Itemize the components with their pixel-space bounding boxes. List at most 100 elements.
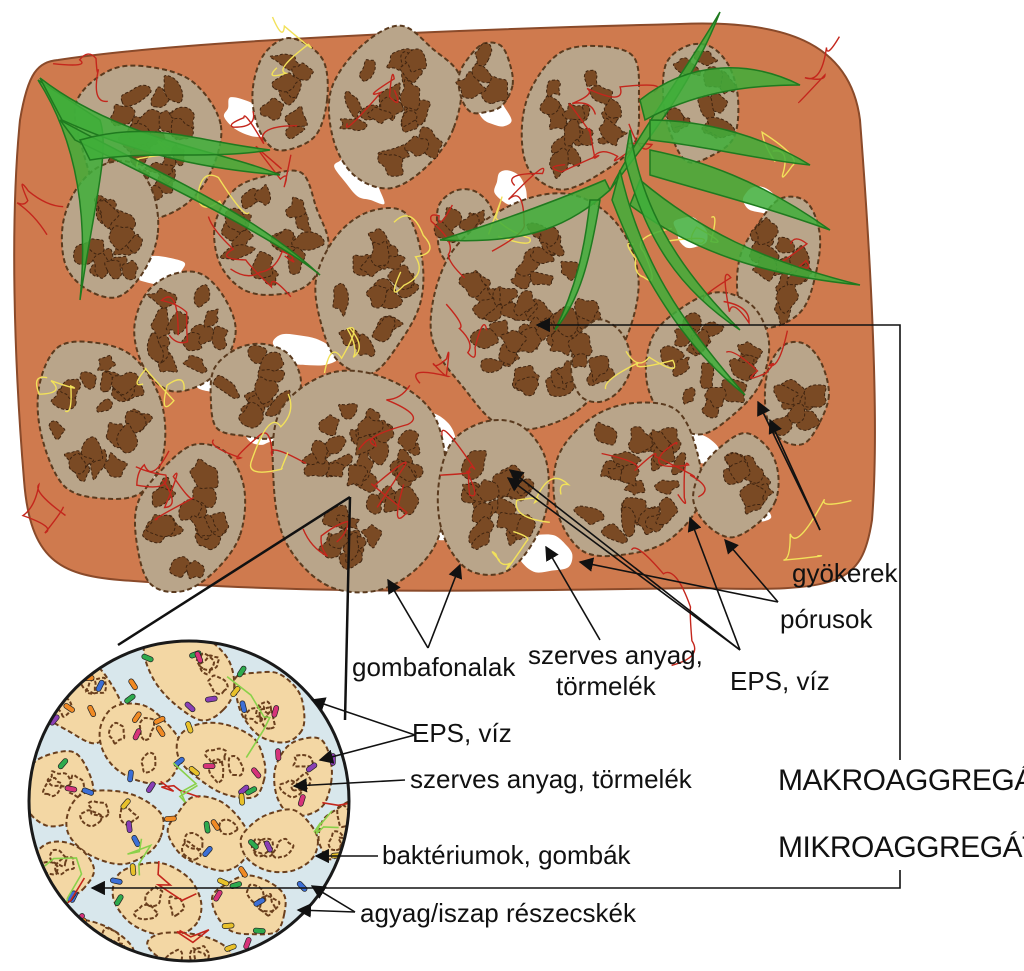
aggregate xyxy=(520,44,641,191)
fungal-hypha xyxy=(430,204,466,279)
micro-hypha xyxy=(226,675,272,759)
fungal-hypha xyxy=(445,303,488,358)
label-fungal-hyphae: gombafonalak xyxy=(352,652,516,682)
microbe xyxy=(110,877,123,885)
micro-grain xyxy=(175,721,267,800)
fungal-hypha xyxy=(725,330,789,379)
microbe xyxy=(203,820,211,834)
microbe xyxy=(42,936,51,950)
microbe xyxy=(224,943,237,952)
micro-bracket-line xyxy=(90,870,901,896)
fungal-hypha xyxy=(358,385,414,451)
fungal-hypha xyxy=(798,36,841,104)
fungal-hypha xyxy=(658,441,690,504)
fungal-hypha xyxy=(249,393,292,473)
arrow-om-macro xyxy=(545,545,601,641)
microbe xyxy=(87,705,97,717)
microbe xyxy=(248,839,259,850)
fungal-hypha xyxy=(230,250,295,277)
root xyxy=(611,169,746,396)
arrow-eps-micro-1 xyxy=(310,697,416,736)
fungal-hypha xyxy=(371,461,408,519)
microbe xyxy=(243,937,252,950)
microbe xyxy=(188,766,200,777)
root xyxy=(639,67,801,122)
fungal-hypha xyxy=(601,452,706,498)
microbe xyxy=(213,889,223,902)
fungal-hypha xyxy=(211,432,307,465)
microbe xyxy=(128,678,138,691)
microbe xyxy=(120,798,131,810)
microbe xyxy=(164,815,177,822)
pore xyxy=(494,170,529,212)
aggregate xyxy=(133,270,237,393)
microbe xyxy=(132,728,142,741)
fungal-hypha xyxy=(271,16,313,77)
microbe xyxy=(253,897,266,907)
label-microaggregate: MIKROAGGREGÁTUM xyxy=(778,831,1024,864)
microbe xyxy=(264,840,273,853)
micro-hypha xyxy=(313,810,339,835)
fungal-hypha xyxy=(515,477,571,523)
aggregate xyxy=(763,340,830,447)
microbe xyxy=(245,786,258,796)
root xyxy=(59,119,321,276)
zoom-line-right xyxy=(343,496,352,721)
micro-hypha xyxy=(322,800,349,835)
fungal-hypha xyxy=(491,530,529,570)
fungal-hypha xyxy=(35,376,76,413)
fungal-hypha xyxy=(345,73,399,128)
arrow-eps-macro-3 xyxy=(506,477,741,651)
micro-grain xyxy=(111,861,203,937)
fungal-hypha xyxy=(160,296,189,344)
microbe xyxy=(153,715,166,725)
fungal-hypha xyxy=(207,216,292,298)
label-roots: gyökerek xyxy=(792,558,898,588)
microbe xyxy=(334,672,346,683)
microbe xyxy=(238,866,248,878)
microbe xyxy=(57,758,69,770)
fungal-hypha xyxy=(230,111,298,145)
label-organic-macro-1: szerves anyag, xyxy=(528,640,703,670)
root xyxy=(649,119,811,166)
arrow-eps-macro-2 xyxy=(508,469,741,651)
fungal-hypha xyxy=(154,472,194,521)
microbe xyxy=(251,767,262,779)
microbe xyxy=(146,781,156,793)
fungal-hypha xyxy=(630,547,696,667)
aggregate xyxy=(455,41,514,115)
fungal-hypha xyxy=(255,145,292,188)
aggregate xyxy=(213,169,330,296)
microbe xyxy=(81,787,95,796)
aggregate xyxy=(567,318,633,404)
root xyxy=(439,179,611,242)
microbe xyxy=(173,756,185,767)
microbe xyxy=(64,785,78,793)
arrow-om-micro xyxy=(292,778,406,793)
aggregates-layer xyxy=(36,24,830,594)
microbe xyxy=(202,846,213,857)
label-organic-micro: szerves anyag, törmelék xyxy=(410,764,693,794)
microbe xyxy=(210,819,221,831)
label-pores: pórusok xyxy=(780,604,873,634)
aggregate xyxy=(133,442,247,594)
microbe xyxy=(335,711,344,725)
fungal-hypha xyxy=(571,84,659,115)
microbe xyxy=(305,762,318,773)
microbe xyxy=(114,894,124,906)
microbe xyxy=(184,701,196,713)
microbe xyxy=(221,922,235,929)
aggregate xyxy=(314,207,425,376)
microbe xyxy=(238,792,245,806)
microbe xyxy=(95,679,105,692)
micro-grain xyxy=(142,641,236,722)
micro-grain xyxy=(166,795,251,872)
microbe xyxy=(185,721,194,734)
arrow-pores-2 xyxy=(578,557,779,603)
microbe xyxy=(315,925,329,934)
root xyxy=(554,199,601,331)
micro-hypha xyxy=(127,838,153,876)
microbe xyxy=(194,651,204,664)
microbe xyxy=(68,941,77,954)
root xyxy=(629,178,861,286)
